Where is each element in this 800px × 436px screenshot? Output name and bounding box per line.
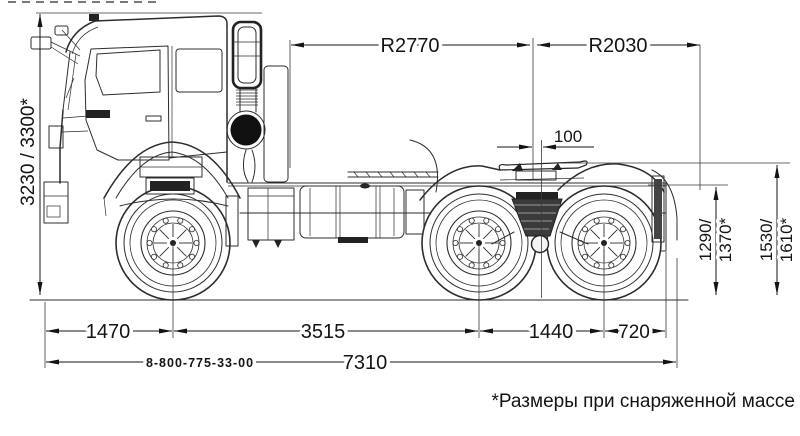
dim-saddle-height-2: 1610* <box>777 217 796 262</box>
dim-rear-turning-radius: R2030 <box>589 35 648 57</box>
footnote-curb-weight: *Размеры при снаряженной массе <box>492 391 796 412</box>
dimension-lines <box>37 14 780 365</box>
door-handle <box>145 115 162 122</box>
wiper <box>65 77 75 99</box>
air-cleaner <box>226 110 266 183</box>
door-window <box>95 49 161 96</box>
grille-badge <box>86 110 110 118</box>
a-pillar <box>62 51 71 111</box>
dim-rear-overhang: 720 <box>618 322 650 343</box>
sun-visor <box>65 20 96 53</box>
air-intake-stack <box>231 20 263 113</box>
fuel-tank <box>299 185 405 239</box>
front-fender-and-steps <box>103 141 241 247</box>
upper-mirror <box>54 25 69 36</box>
headlight <box>48 125 64 149</box>
dim-overall-length: 7310 <box>343 352 388 374</box>
dim-front-overhang: 1470 <box>86 321 131 343</box>
dimension-labels: 3230 / 3300* R2770 R2030 100 1290/ 1370*… <box>15 32 800 378</box>
fuel-tank-and-boxes <box>247 185 425 248</box>
cab <box>30 14 228 224</box>
extension-lines <box>36 12 790 368</box>
phone-watermark: 8-800-775-33-00 <box>146 356 254 370</box>
rear-fenders <box>409 139 678 243</box>
front-leaf-spring <box>119 198 229 207</box>
dim-fifth-wheel-offset: 100 <box>554 127 582 146</box>
rear-side-window <box>175 48 223 93</box>
dim-frame-height-1: 1290/ <box>696 218 715 261</box>
rear-suspension <box>491 192 589 254</box>
dim-front-turning-radius: R2770 <box>381 35 440 57</box>
door <box>84 45 170 161</box>
dim-overall-height: 3230 / 3300* <box>18 98 39 206</box>
front-bumper <box>43 181 69 224</box>
dim-frame-height-2: 1370* <box>716 217 735 262</box>
roof-marker-lamp <box>89 14 99 21</box>
dim-wheelbase: 3515 <box>301 321 346 343</box>
cab-rear-panel <box>263 65 289 183</box>
dim-saddle-height-1: 1530/ <box>757 218 776 261</box>
mirror <box>30 36 52 50</box>
dim-rear-bogie-base: 1440 <box>529 321 574 343</box>
